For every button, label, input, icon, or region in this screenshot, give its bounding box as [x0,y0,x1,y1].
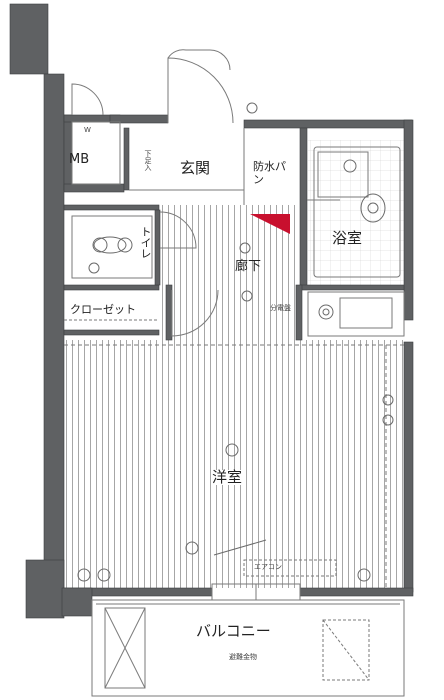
doors [71,49,340,337]
bath-floor [308,140,406,285]
walls [9,3,414,619]
panel-label: 分電盤 [270,304,291,312]
ac-box-label: エアコン [254,563,282,571]
bousui-pan-label: 防水パン [253,160,286,186]
getabako-label: 下足入 [144,150,152,171]
mb-box-label: W [84,126,91,134]
balcony-label: バルコニー [196,622,271,640]
thin-lines [64,121,405,697]
genkan-label: 玄関 [180,159,211,177]
step-marker [250,214,290,234]
yokushitsu-label: 浴室 [332,229,363,247]
balcony-note-label: 避難金物 [229,653,257,661]
rouka-label: 廊下 [235,259,262,274]
closet-label: クローゼット [70,303,136,316]
youshitsu-label: 洋室 [212,468,243,486]
youshitsu-flooring [64,340,404,588]
rouka-flooring [160,205,296,340]
mb-label: MB [69,152,90,167]
toilet-label: トイレ [139,226,152,259]
fixtures [77,102,394,582]
